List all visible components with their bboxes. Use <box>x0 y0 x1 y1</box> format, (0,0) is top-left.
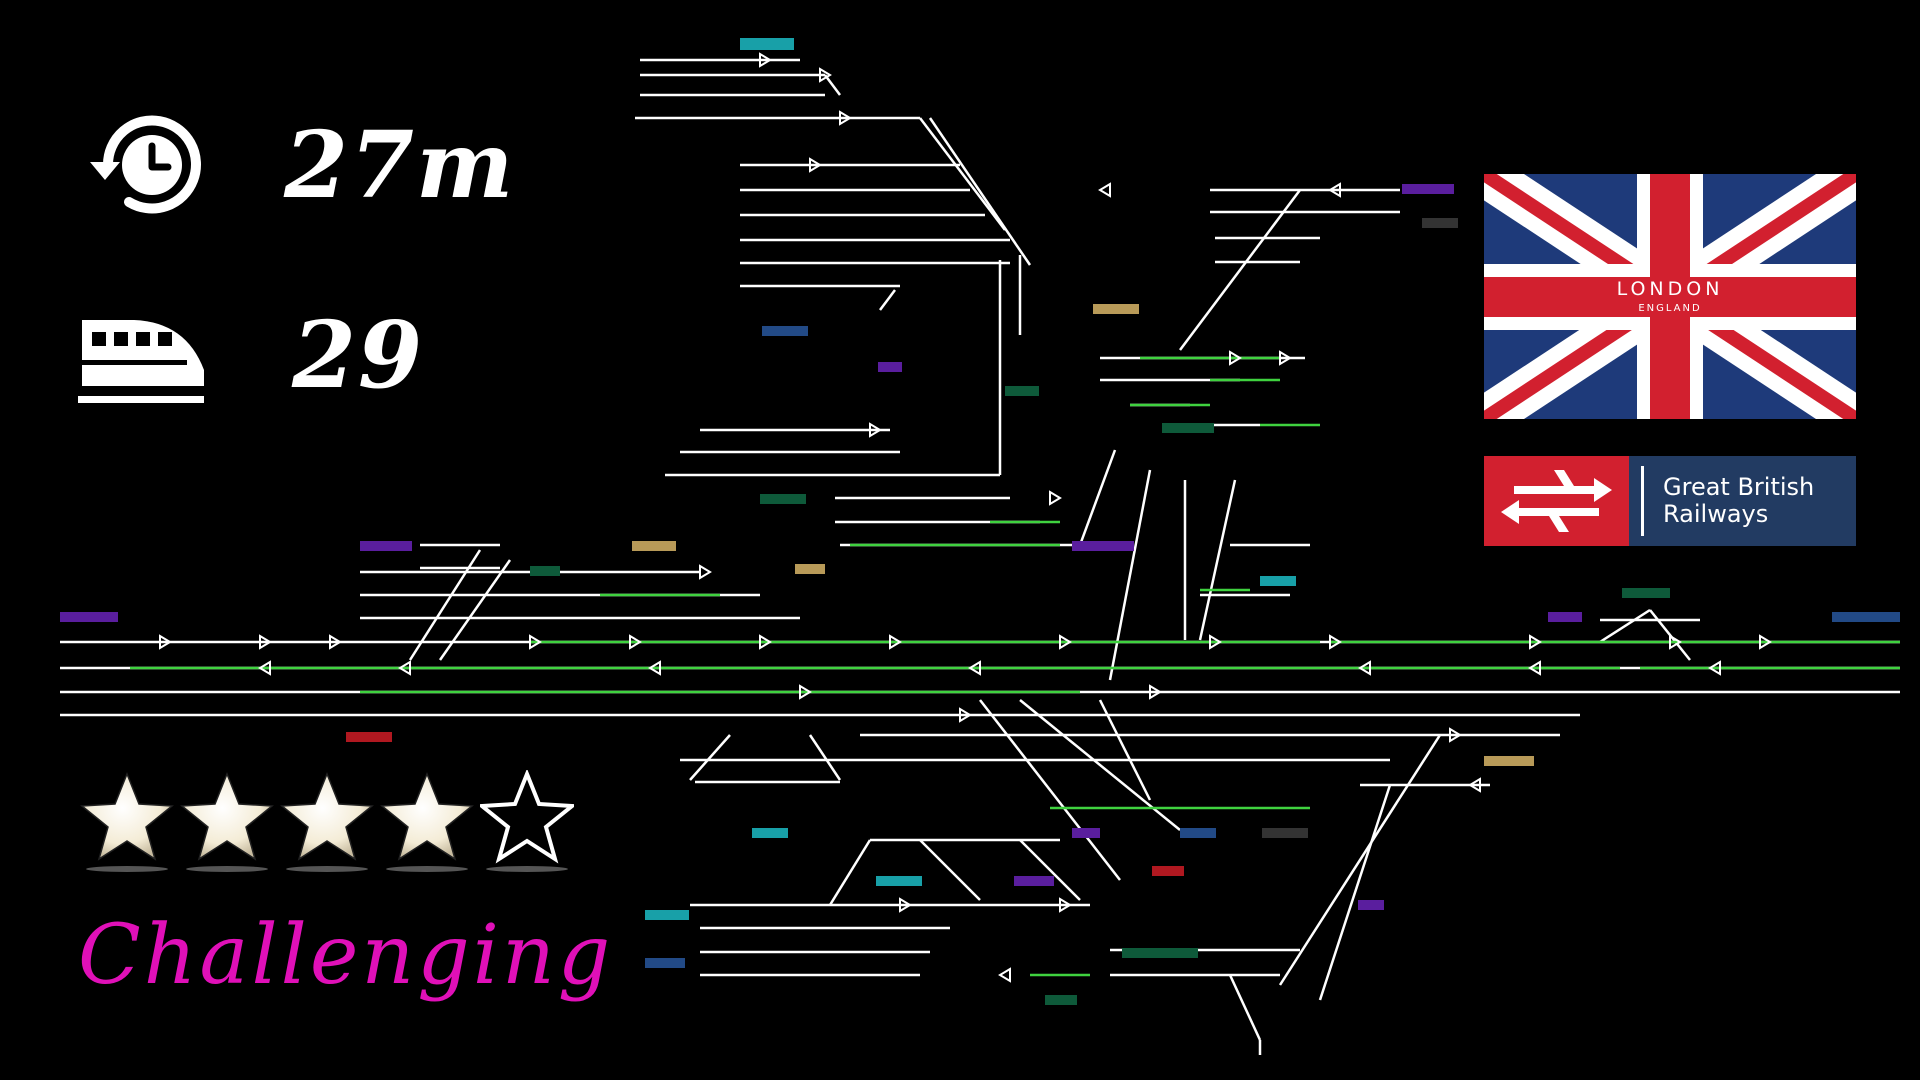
star-empty-icon <box>476 768 578 872</box>
union-flag-icon <box>1471 155 1869 438</box>
location-tags <box>60 38 1900 1005</box>
clock-history-icon <box>90 115 201 214</box>
high-speed-train-icon <box>78 320 204 403</box>
location-flag: LONDON ENGLAND <box>1471 155 1869 438</box>
operator-name-line-1: Great British <box>1663 473 1815 501</box>
operator-name-line-2: Railways <box>1663 500 1769 528</box>
star-filled-icon <box>180 770 274 872</box>
difficulty-label: Challenging <box>78 908 614 1003</box>
double-arrow-logo <box>1484 456 1629 546</box>
route-set-layer <box>130 356 1900 977</box>
star-filled-icon <box>80 770 174 872</box>
location-country: ENGLAND <box>1638 303 1702 314</box>
trains-stat: 29 <box>74 300 424 410</box>
star-filled-icon <box>380 770 474 872</box>
operator-badge: Great British Railways <box>1484 456 1856 546</box>
difficulty-rating <box>80 768 578 872</box>
signal-markers <box>159 52 1772 983</box>
star-filled-icon <box>280 770 374 872</box>
location-city: LONDON <box>1616 278 1724 300</box>
divider <box>1641 466 1644 536</box>
trains-value: 29 <box>292 301 425 409</box>
duration-value: 27m <box>284 111 516 219</box>
double-arrow-icon <box>1501 470 1612 532</box>
duration-stat: 27m <box>74 110 515 220</box>
